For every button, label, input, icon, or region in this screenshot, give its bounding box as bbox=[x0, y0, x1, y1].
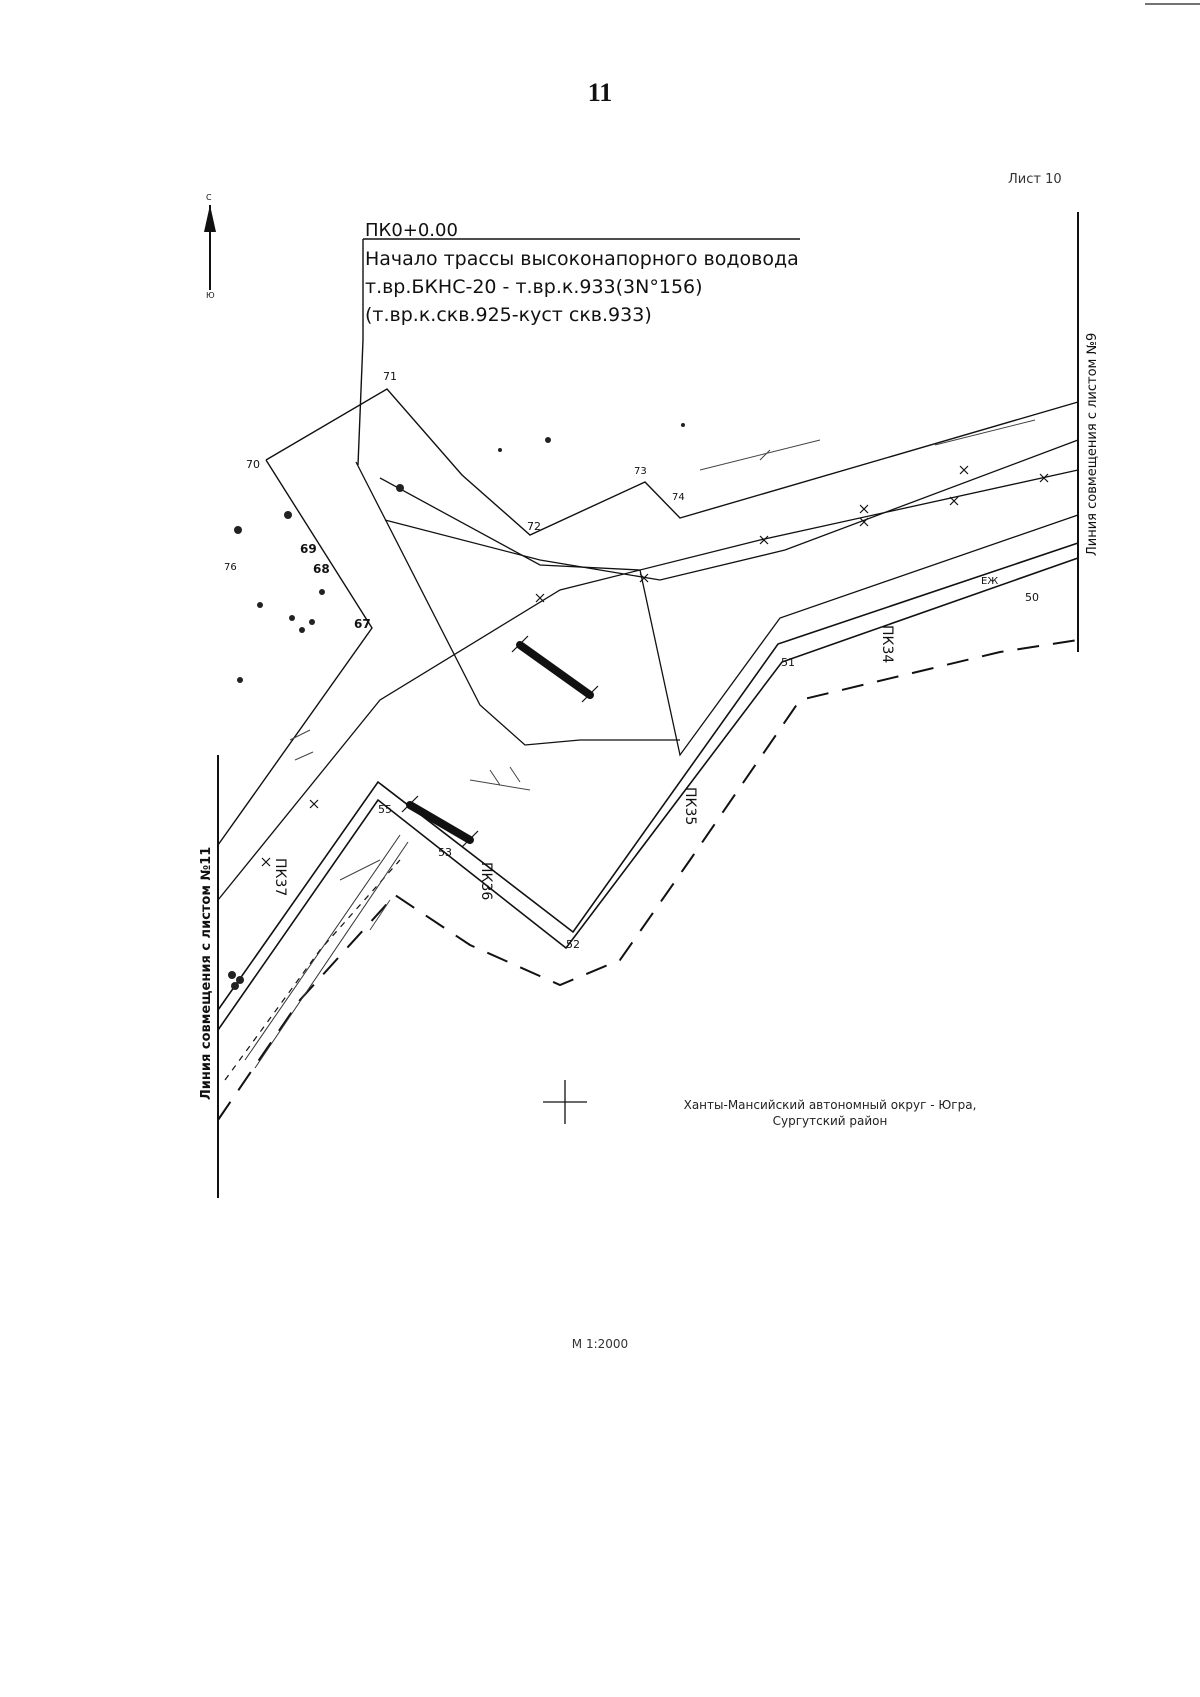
sheet-label: Лист 10 bbox=[1008, 172, 1062, 187]
crossing-marker-lower bbox=[406, 801, 474, 844]
page-number: 11 bbox=[587, 78, 613, 107]
point-67: 67 bbox=[354, 617, 371, 631]
north-arrow-bottom-label: Ю bbox=[206, 291, 215, 300]
corridor-boundary bbox=[355, 461, 680, 746]
point-74: 74 bbox=[672, 492, 685, 503]
scale-label: М 1:2000 bbox=[571, 1337, 629, 1351]
road-dashed-edge bbox=[217, 639, 1079, 1121]
title-line-2: т.вр.БКНС-20 - т.вр.к.933(3N°156) bbox=[365, 276, 703, 298]
north-arrow: С Ю bbox=[204, 193, 216, 300]
match-line-right: Линия совмещения с листом №9 bbox=[1077, 212, 1100, 652]
region-label-line-1: Ханты-Мансийский автономный округ - Югра… bbox=[683, 1098, 977, 1112]
point-52: 52 bbox=[566, 938, 580, 951]
title-leader bbox=[357, 238, 800, 466]
match-line-left-label: Линия совмещения с листом №11 bbox=[199, 847, 214, 1100]
point-55: 55 bbox=[378, 803, 392, 816]
point-70: 70 bbox=[246, 458, 260, 471]
small-label: ЕЖ bbox=[981, 576, 998, 587]
grid-cross bbox=[543, 1080, 587, 1124]
north-arrow-top-label: С bbox=[206, 193, 212, 202]
route-ticks bbox=[261, 465, 1049, 867]
match-line-left: Линия совмещения с листом №11 bbox=[199, 755, 219, 1198]
point-51: 51 bbox=[781, 656, 795, 669]
point-50: 50 bbox=[1025, 591, 1039, 604]
crossing-markers bbox=[406, 641, 594, 844]
survey-hatches bbox=[289, 419, 1036, 931]
region-label: Ханты-Мансийский автономный округ - Югра… bbox=[640, 1097, 1020, 1129]
chainage-pk36: ПК36 bbox=[478, 862, 494, 900]
region-label-line-2: Сургутский район bbox=[772, 1114, 888, 1128]
point-71: 71 bbox=[383, 370, 397, 383]
title-line-1: Начало трассы высоконапорного водовода bbox=[365, 248, 799, 270]
title-line-3: (т.вр.к.скв.925-куст скв.933) bbox=[365, 304, 652, 326]
survey-symbols bbox=[228, 423, 685, 990]
point-68: 68 bbox=[313, 562, 330, 576]
point-76: 76 bbox=[224, 562, 237, 573]
title-chainage: ПК0+0.00 bbox=[365, 220, 458, 241]
road-main bbox=[217, 542, 1079, 1031]
chainage-pk35: ПК35 bbox=[682, 787, 698, 825]
point-72: 72 bbox=[527, 520, 541, 533]
corridor-boundary-east bbox=[379, 477, 1079, 757]
chainage-pk34: ПК34 bbox=[879, 625, 895, 663]
road-hatch bbox=[244, 834, 409, 1069]
crossing-marker-upper bbox=[516, 641, 594, 699]
point-73: 73 bbox=[634, 466, 647, 477]
point-69: 69 bbox=[300, 542, 317, 556]
pipeline-route-south bbox=[384, 439, 1079, 581]
chainage-pk37: ПК37 bbox=[272, 858, 288, 896]
allotment-boundary-upper bbox=[265, 388, 1079, 536]
title-block: ПК0+0.00 Начало трассы высоконапорного в… bbox=[365, 217, 799, 329]
match-line-right-label: Линия совмещения с листом №9 bbox=[1085, 333, 1100, 556]
point-53: 53 bbox=[438, 846, 452, 859]
allotment-boundary-west bbox=[217, 459, 373, 846]
crossing-ticks bbox=[401, 635, 599, 848]
pipeline-route-north bbox=[217, 469, 1079, 901]
road-dashed-inner bbox=[224, 859, 401, 1081]
